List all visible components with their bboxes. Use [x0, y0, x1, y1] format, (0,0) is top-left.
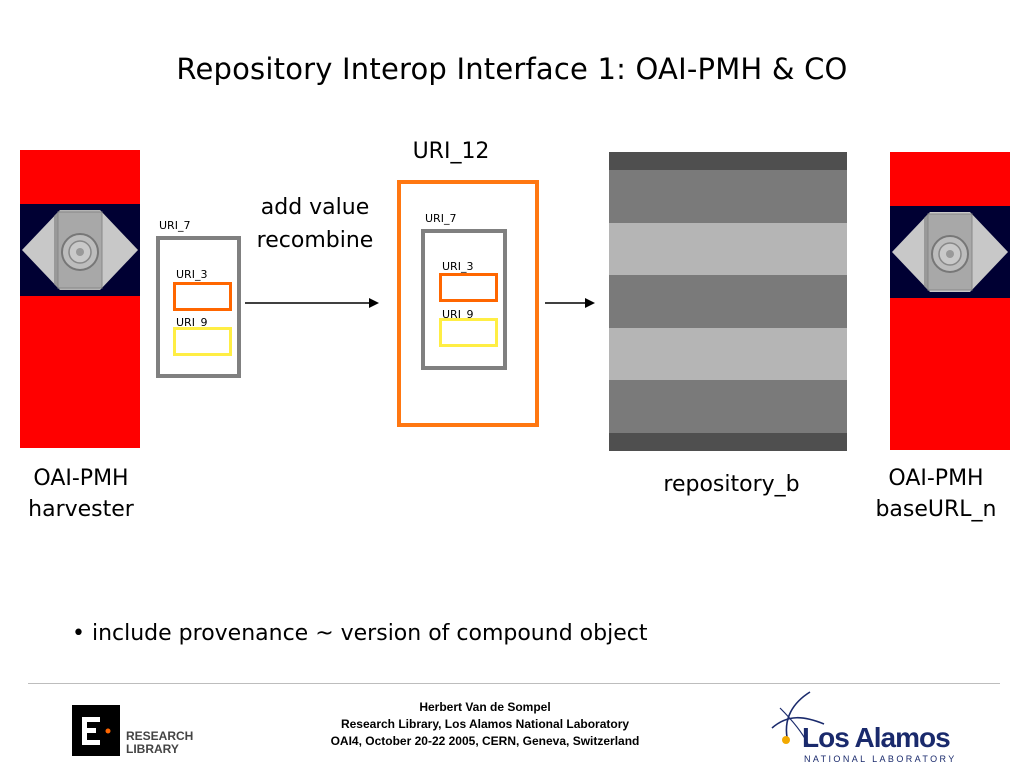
footer-author: Herbert Van de Sompel [419, 700, 551, 714]
harvester-label-line2: harvester [28, 497, 134, 522]
source-component-box-3 [173, 282, 232, 311]
source-component-box-9 [173, 327, 232, 356]
source-object-uri: URI_7 [159, 219, 191, 232]
harvester-label-line1: OAI-PMH [33, 466, 129, 491]
action-label-line1: add value [260, 195, 370, 220]
baseurl-label-line1: OAI-PMH [888, 466, 984, 491]
baseurl-label: OAI-PMH baseURL_n [857, 463, 1015, 525]
slide-title: Repository Interop Interface 1: OAI-PMH … [176, 52, 848, 86]
los-alamos-wordmark: Los Alamos [802, 722, 951, 753]
footer-event: OAI4, October 20-22 2005, CERN, Geneva, … [330, 734, 640, 748]
harvester-server [20, 150, 140, 448]
new-object-uri: URI_12 [412, 139, 490, 164]
arrow-right-icon [245, 298, 379, 308]
recombined-object-uri: URI_7 [425, 212, 457, 225]
footer-credits: Herbert Van de Sompel Research Library, … [270, 699, 700, 750]
action-label: add value recombine [240, 191, 390, 257]
source-component-uri-3: URI_3 [176, 268, 208, 281]
action-label-line2: recombine [256, 228, 374, 253]
repository-label: repository_b [663, 472, 800, 497]
footer-divider [28, 683, 1000, 684]
recombined-component-uri-3: URI_3 [442, 260, 474, 273]
los-alamos-subtitle: NATIONAL LABORATORY [804, 754, 957, 764]
footer-affiliation: Research Library, Los Alamos National La… [340, 717, 630, 731]
recombined-wrapper [397, 180, 539, 427]
recombined-component-uri-9: URI_9 [442, 308, 474, 318]
research-library-text: RESEARCH LIBRARY [126, 729, 194, 756]
arrow-right-icon [545, 298, 595, 308]
server-eye-icon [22, 210, 138, 290]
repository-b [609, 152, 847, 451]
source-component-uri-9: URI_9 [176, 316, 208, 326]
server-eye-icon [892, 212, 1008, 292]
recombined-component-box-3 [439, 273, 498, 302]
research-library-logo [72, 705, 120, 756]
bullet-point: • include provenance ~ version of compou… [72, 621, 648, 646]
baseurl-label-line2: baseURL_n [875, 497, 997, 522]
harvester-label: OAI-PMH harvester [2, 463, 160, 525]
baseurl-server [890, 152, 1010, 450]
recombined-component-box-9 [439, 318, 498, 347]
los-alamos-logo [771, 691, 825, 745]
